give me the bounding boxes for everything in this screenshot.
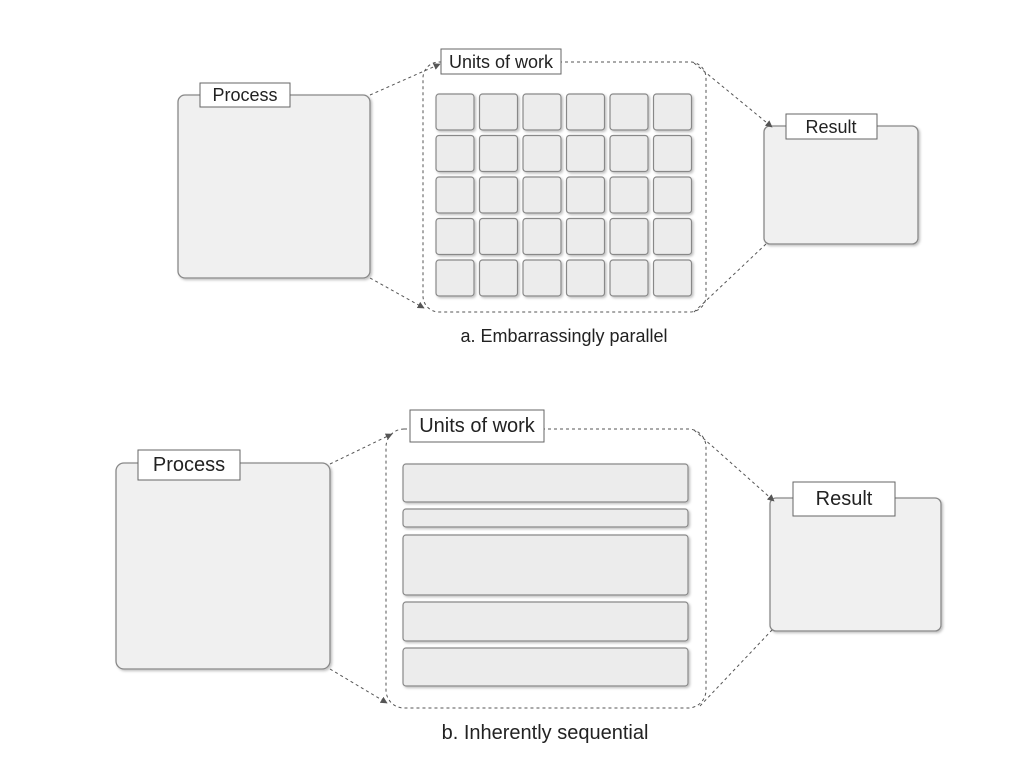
- unit-tile: [522, 134, 562, 173]
- unit-tile: [478, 176, 519, 214]
- unit-bar: [402, 601, 689, 642]
- connector-result-top-a: [693, 62, 773, 128]
- connector-process-top-a: [369, 63, 441, 96]
- result-label-b: Result: [816, 488, 873, 510]
- connector-result-bottom-b: [699, 629, 773, 707]
- unit-tile: [652, 93, 693, 131]
- units-container-a: [422, 61, 707, 313]
- unit-tile: [435, 93, 475, 131]
- units-label-a: Units of work: [449, 52, 554, 72]
- unit-tile: [435, 176, 475, 214]
- units-label-box-a: [440, 48, 562, 75]
- result-box-a: [763, 125, 919, 245]
- unit-tile: [565, 93, 606, 131]
- units-label-b: Units of work: [419, 415, 536, 437]
- unit-tile: [609, 217, 649, 256]
- unit-tile: [652, 259, 693, 297]
- process-label-a: Process: [212, 85, 277, 105]
- unit-tile: [478, 217, 519, 256]
- panel-a: Process Units of work Result a. Embarras…: [177, 48, 919, 346]
- result-label-box-a: [785, 113, 878, 140]
- unit-tile-grid: [435, 93, 693, 297]
- unit-tile: [478, 93, 519, 131]
- connector-result-bottom-a: [693, 243, 767, 313]
- unit-tile: [609, 134, 649, 173]
- unit-tile: [522, 217, 562, 256]
- unit-tile: [522, 176, 562, 214]
- unit-tile: [478, 259, 519, 297]
- unit-tile: [478, 134, 519, 173]
- unit-tile: [435, 259, 475, 297]
- unit-bar: [402, 463, 689, 503]
- caption-a: a. Embarrassingly parallel: [460, 326, 667, 346]
- result-label-a: Result: [805, 117, 856, 137]
- connector-process-bottom-a: [369, 277, 425, 309]
- unit-tile: [609, 93, 649, 131]
- result-label-box-b: [792, 481, 896, 517]
- unit-tile: [609, 259, 649, 297]
- caption-b: b. Inherently sequential: [442, 722, 649, 744]
- unit-tile: [435, 217, 475, 256]
- process-box-b: [115, 462, 331, 670]
- unit-tile: [652, 176, 693, 214]
- unit-tile: [652, 134, 693, 173]
- unit-tile: [565, 259, 606, 297]
- unit-tile: [435, 134, 475, 173]
- connector-process-bottom-b: [329, 668, 388, 704]
- unit-tile: [565, 176, 606, 214]
- unit-bar: [402, 534, 689, 596]
- result-box-b: [769, 497, 942, 632]
- units-label-box-b: [409, 409, 545, 443]
- unit-bar-stack: [402, 463, 689, 687]
- unit-tile: [565, 134, 606, 173]
- units-container-b: [385, 428, 707, 709]
- unit-tile: [522, 93, 562, 131]
- unit-tile: [522, 259, 562, 297]
- unit-bar: [402, 508, 689, 528]
- unit-tile: [565, 217, 606, 256]
- process-label-b: Process: [153, 454, 225, 476]
- unit-tile: [652, 217, 693, 256]
- connector-process-top-b: [329, 433, 393, 465]
- process-box-a: [177, 94, 371, 279]
- unit-tile: [609, 176, 649, 214]
- panel-b: Process Units of work Result b. Inherent…: [115, 409, 942, 744]
- unit-bar: [402, 647, 689, 687]
- process-label-box-a: [199, 82, 291, 108]
- process-label-box-b: [137, 449, 241, 481]
